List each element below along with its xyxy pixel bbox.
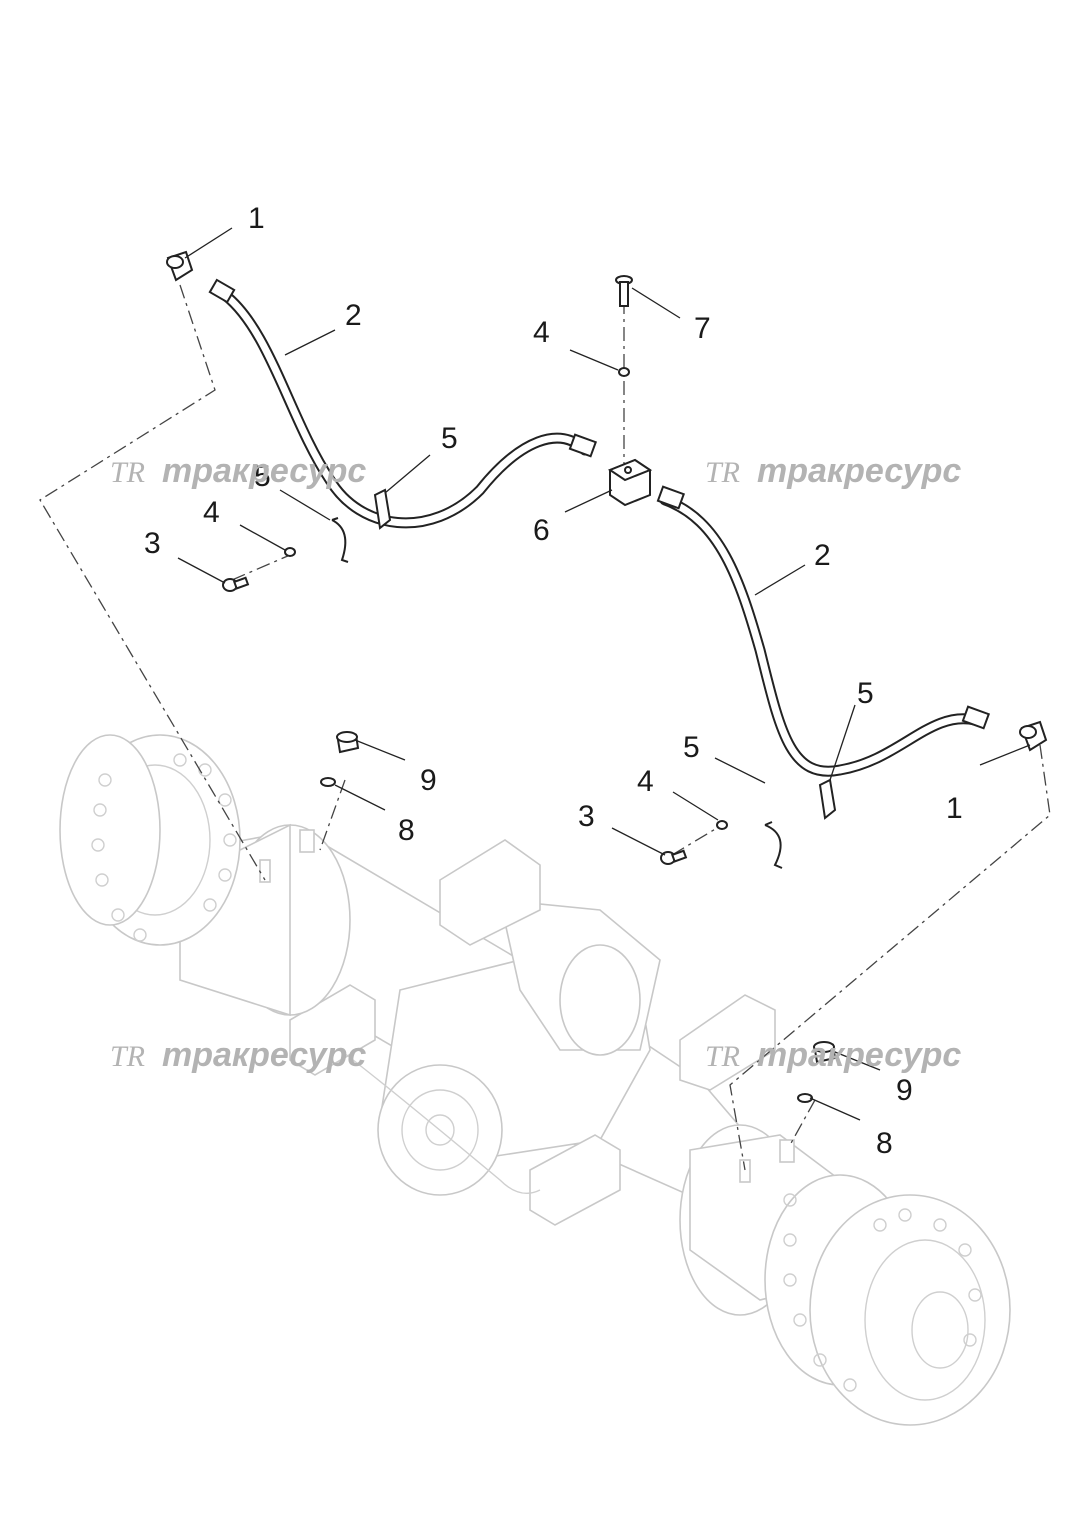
tee-block [607, 458, 653, 507]
clamp-left-a [331, 517, 349, 563]
elbow-fitting-top-left [166, 250, 194, 282]
washer-left [284, 547, 296, 557]
elbow-fitting-right [1019, 720, 1048, 752]
cap-right [813, 1041, 837, 1064]
callout-5-right-lower: 5 [683, 731, 700, 764]
mount-pad-lower-right [529, 1134, 621, 1226]
callout-4-top: 4 [533, 316, 550, 349]
axle-assembly [59, 734, 1011, 1426]
watermark-top-left: TR тракресурс [110, 452, 366, 490]
callout-9-left: 9 [420, 764, 437, 797]
mount-pad-upper-right [679, 994, 776, 1091]
mount-pad-upper-left [439, 839, 541, 946]
callout-5-left-lower: 5 [254, 460, 271, 493]
callout-6: 6 [533, 514, 550, 547]
cap-left [336, 731, 360, 754]
leader-lines [177, 227, 1031, 1121]
callout-8-left: 8 [398, 814, 415, 847]
hose-right [659, 494, 981, 777]
left-hub-cap [59, 734, 161, 926]
bolt-top [615, 275, 633, 307]
svg-text:тракресурс: тракресурс [162, 1036, 366, 1074]
seal-left [320, 777, 336, 787]
bolt-right [660, 849, 688, 865]
svg-text:TR: TR [705, 1040, 740, 1073]
clamp-right-a [764, 821, 783, 869]
watermark-bottom-right: TR тракресурс [705, 1036, 961, 1074]
svg-text:TR: TR [110, 456, 145, 489]
callout-2-right-hose: 2 [814, 539, 831, 572]
callouts: 1 2 4 7 5 5 4 3 6 2 5 5 4 3 1 9 8 9 8 [144, 202, 963, 1160]
callout-7: 7 [694, 312, 711, 345]
svg-text:тракресурс: тракресурс [757, 452, 961, 490]
seal-right [797, 1093, 813, 1103]
bolt-left [222, 576, 250, 592]
watermark-bottom-left: TR тракресурс [110, 1036, 366, 1074]
svg-text:тракресурс: тракресурс [162, 452, 366, 490]
clamp-left-b [373, 488, 392, 530]
svg-text:TR: TR [110, 1040, 145, 1073]
washer-top [618, 367, 630, 377]
callout-2-left-hose: 2 [345, 299, 362, 332]
callout-4-left: 4 [203, 496, 220, 529]
routing-lines [39, 284, 1051, 1171]
washer-right [716, 820, 728, 830]
callout-3-right: 3 [578, 800, 595, 833]
svg-text:тракресурс: тракресурс [757, 1036, 961, 1074]
callout-3-left: 3 [144, 527, 161, 560]
callout-8-right: 8 [876, 1127, 893, 1160]
right-hub-cap [809, 1194, 1011, 1426]
left-fill-port [299, 829, 315, 853]
callout-1-top-left: 1 [248, 202, 265, 235]
hose-fittings [208, 278, 991, 730]
svg-text:TR: TR [705, 456, 740, 489]
callout-4-right: 4 [637, 765, 654, 798]
watermark-top-right: TR тракресурс [705, 452, 961, 490]
callout-5-right-upper: 5 [857, 677, 874, 710]
callout-9-right: 9 [896, 1074, 913, 1107]
clamp-right-b [818, 778, 837, 820]
right-fill-port [779, 1139, 795, 1163]
callout-5-left-upper: 5 [441, 422, 458, 455]
callout-1-right: 1 [946, 792, 963, 825]
mount-pad-lower-left [289, 984, 376, 1076]
